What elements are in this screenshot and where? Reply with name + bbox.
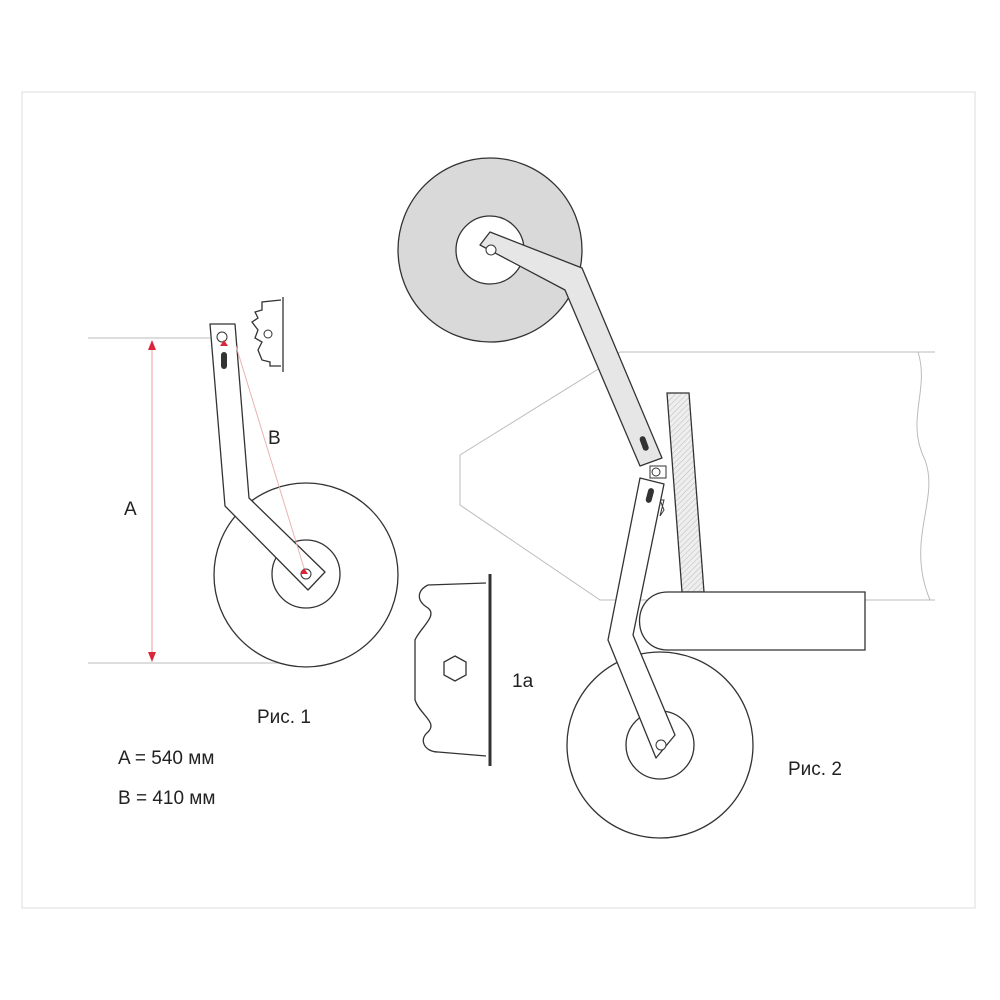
spec-a: A = 540 мм (118, 748, 214, 769)
axle-hole (655, 739, 667, 751)
pivot-bolt (651, 467, 661, 477)
arrow-down-icon (148, 652, 156, 662)
spec-b: B = 410 мм (118, 788, 215, 809)
mount-plate-small (251, 297, 284, 372)
support-arm (209, 323, 326, 591)
frame-tube (638, 591, 866, 651)
vertical-post (666, 392, 705, 593)
arrow-icon (300, 568, 308, 574)
arm-lowered (607, 477, 676, 759)
frame-border (21, 91, 976, 909)
break-line (916, 351, 931, 601)
detail-caption: 1a (512, 671, 534, 692)
mount-hole (216, 331, 228, 343)
adjust-slot (639, 436, 649, 451)
hex-bolt-icon (443, 655, 467, 682)
tractor-body-outline (459, 351, 935, 601)
label-b: B (268, 428, 281, 449)
figure-1-caption: Рис. 1 (257, 707, 311, 728)
adjust-slot (645, 488, 655, 503)
arrow-up-icon (148, 340, 156, 350)
detail-1a: 1a (414, 574, 534, 766)
label-a: A (124, 499, 137, 520)
figure-2-caption: Рис. 2 (788, 759, 842, 780)
arrow-icon (220, 340, 228, 346)
figure-2: Рис. 2 (397, 157, 935, 839)
figure-1: A B Рис. 1 A = 540 мм B = 410 мм (88, 297, 399, 809)
plate-hole (263, 329, 273, 339)
arm-raised (479, 231, 663, 467)
axle-hole (485, 244, 497, 256)
dimension-b-line (235, 345, 305, 569)
adjust-slot (221, 352, 227, 369)
